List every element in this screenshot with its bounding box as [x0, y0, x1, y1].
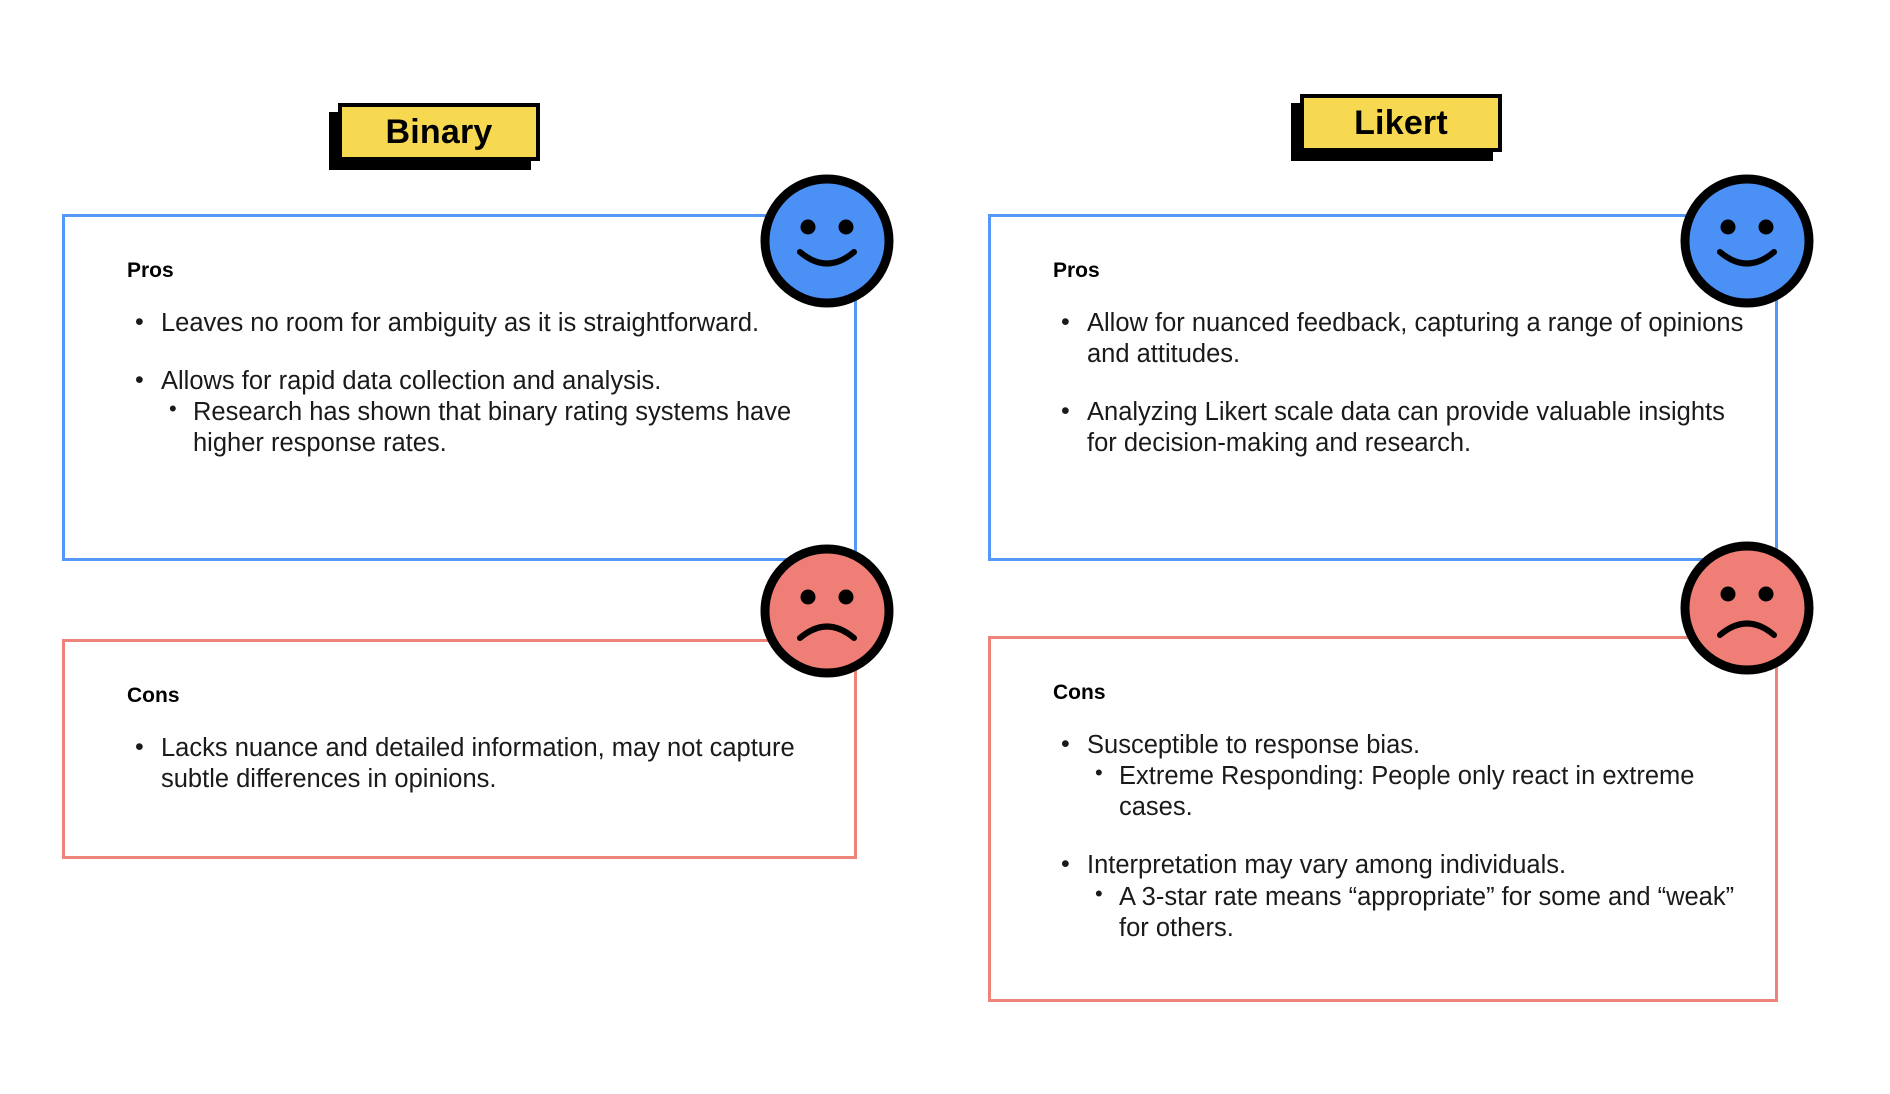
happy-face-icon: [1676, 170, 1818, 312]
list-item-text: Analyzing Likert scale data can provide …: [1087, 397, 1757, 459]
panel-binary-pros-heading: Pros: [127, 259, 174, 282]
panel-likert-pros-body: Pros Allow for nuanced feedback, capturi…: [1053, 259, 1757, 460]
badge-binary: Binary: [338, 103, 540, 161]
list-item: Interpretation may vary among individual…: [1087, 850, 1757, 943]
list-item-text: Susceptible to response bias.: [1087, 730, 1757, 761]
panel-likert-cons-body: Cons Susceptible to response bias. Extre…: [1053, 681, 1757, 944]
panel-likert-pros: Pros Allow for nuanced feedback, capturi…: [988, 214, 1778, 561]
panel-binary-cons-body: Cons Lacks nuance and detailed informati…: [127, 684, 836, 795]
list-item-text: Allow for nuanced feedback, capturing a …: [1087, 308, 1757, 370]
list-item-text: Leaves no room for ambiguity as it is st…: [161, 308, 836, 339]
list-item: Analyzing Likert scale data can provide …: [1087, 397, 1757, 459]
panel-binary-pros-body: Pros Leaves no room for ambiguity as it …: [127, 259, 836, 460]
panel-likert-cons: Cons Susceptible to response bias. Extre…: [988, 636, 1778, 1002]
list-item-text: Interpretation may vary among individual…: [1087, 850, 1757, 881]
list-item: Leaves no room for ambiguity as it is st…: [161, 308, 836, 339]
badge-likert: Likert: [1300, 94, 1502, 152]
list-item: Allow for nuanced feedback, capturing a …: [1087, 308, 1757, 370]
list-item-text: Allows for rapid data collection and ana…: [161, 366, 836, 397]
sub-list: A 3-star rate means “appropriate” for so…: [1087, 881, 1757, 944]
likert-pros-list: Allow for nuanced feedback, capturing a …: [1053, 308, 1757, 459]
likert-cons-list: Susceptible to response bias. Extreme Re…: [1053, 730, 1757, 944]
panel-likert-pros-heading: Pros: [1053, 259, 1100, 282]
binary-pros-list: Leaves no room for ambiguity as it is st…: [127, 308, 836, 459]
binary-cons-list: Lacks nuance and detailed information, m…: [127, 733, 836, 795]
list-item: Allows for rapid data collection and ana…: [161, 366, 836, 459]
panel-binary-cons-heading: Cons: [127, 684, 180, 707]
list-item-text: Lacks nuance and detailed information, m…: [161, 733, 836, 795]
panel-binary-cons: Cons Lacks nuance and detailed informati…: [62, 639, 857, 859]
list-item: Lacks nuance and detailed information, m…: [161, 733, 836, 795]
sad-face-icon: [1676, 537, 1818, 679]
badge-likert-label: Likert: [1354, 104, 1448, 142]
sub-list-item: Extreme Responding: People only react in…: [1095, 760, 1757, 823]
sub-list-item: A 3-star rate means “appropriate” for so…: [1095, 881, 1757, 944]
sad-face-icon: [756, 540, 898, 682]
panel-binary-pros: Pros Leaves no room for ambiguity as it …: [62, 214, 857, 561]
panel-likert-cons-heading: Cons: [1053, 681, 1106, 704]
sub-list: Research has shown that binary rating sy…: [161, 396, 836, 459]
sub-list-item: Research has shown that binary rating sy…: [169, 396, 836, 459]
list-item: Susceptible to response bias. Extreme Re…: [1087, 730, 1757, 823]
sub-list: Extreme Responding: People only react in…: [1087, 760, 1757, 823]
badge-binary-label: Binary: [385, 113, 493, 151]
happy-face-icon: [756, 170, 898, 312]
